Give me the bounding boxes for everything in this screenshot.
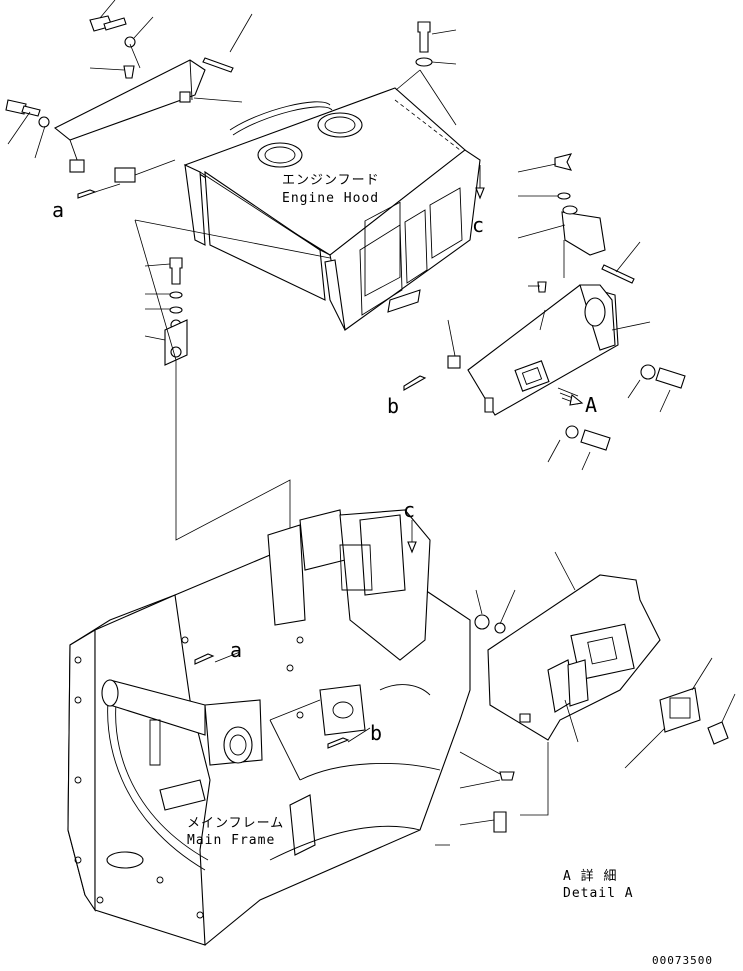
drawing-number: 00073500 [652,954,713,967]
assembly-connection-lines [214,520,417,743]
detail-a-view [435,551,736,846]
hood-fasteners-right [395,21,485,200]
callout-a-lower: a [230,638,243,662]
engine-hood-label-en: Engine Hood [282,191,380,206]
engine-hood-label-jp: エンジンフード [282,173,380,188]
main-frame-label-en: Main Frame [187,833,276,848]
detail-a-label-jp: A 詳 細 [563,869,618,884]
main-frame [67,509,471,946]
upper-left-bracket-assembly [5,0,253,199]
callout-c-upper: c [472,213,485,237]
right-panel-assembly [403,153,686,471]
left-hardware-stack [134,219,331,665]
callout-b-upper: b [387,394,400,418]
main-frame-label-jp: メインフレーム [187,816,285,831]
detail-a-label-en: Detail A [563,886,634,901]
callout-detail-a: A [585,393,598,417]
callout-a-upper: a [52,198,65,222]
engine-hood [183,87,481,331]
callout-c-lower: c [403,498,416,522]
callout-b-lower: b [370,721,383,745]
